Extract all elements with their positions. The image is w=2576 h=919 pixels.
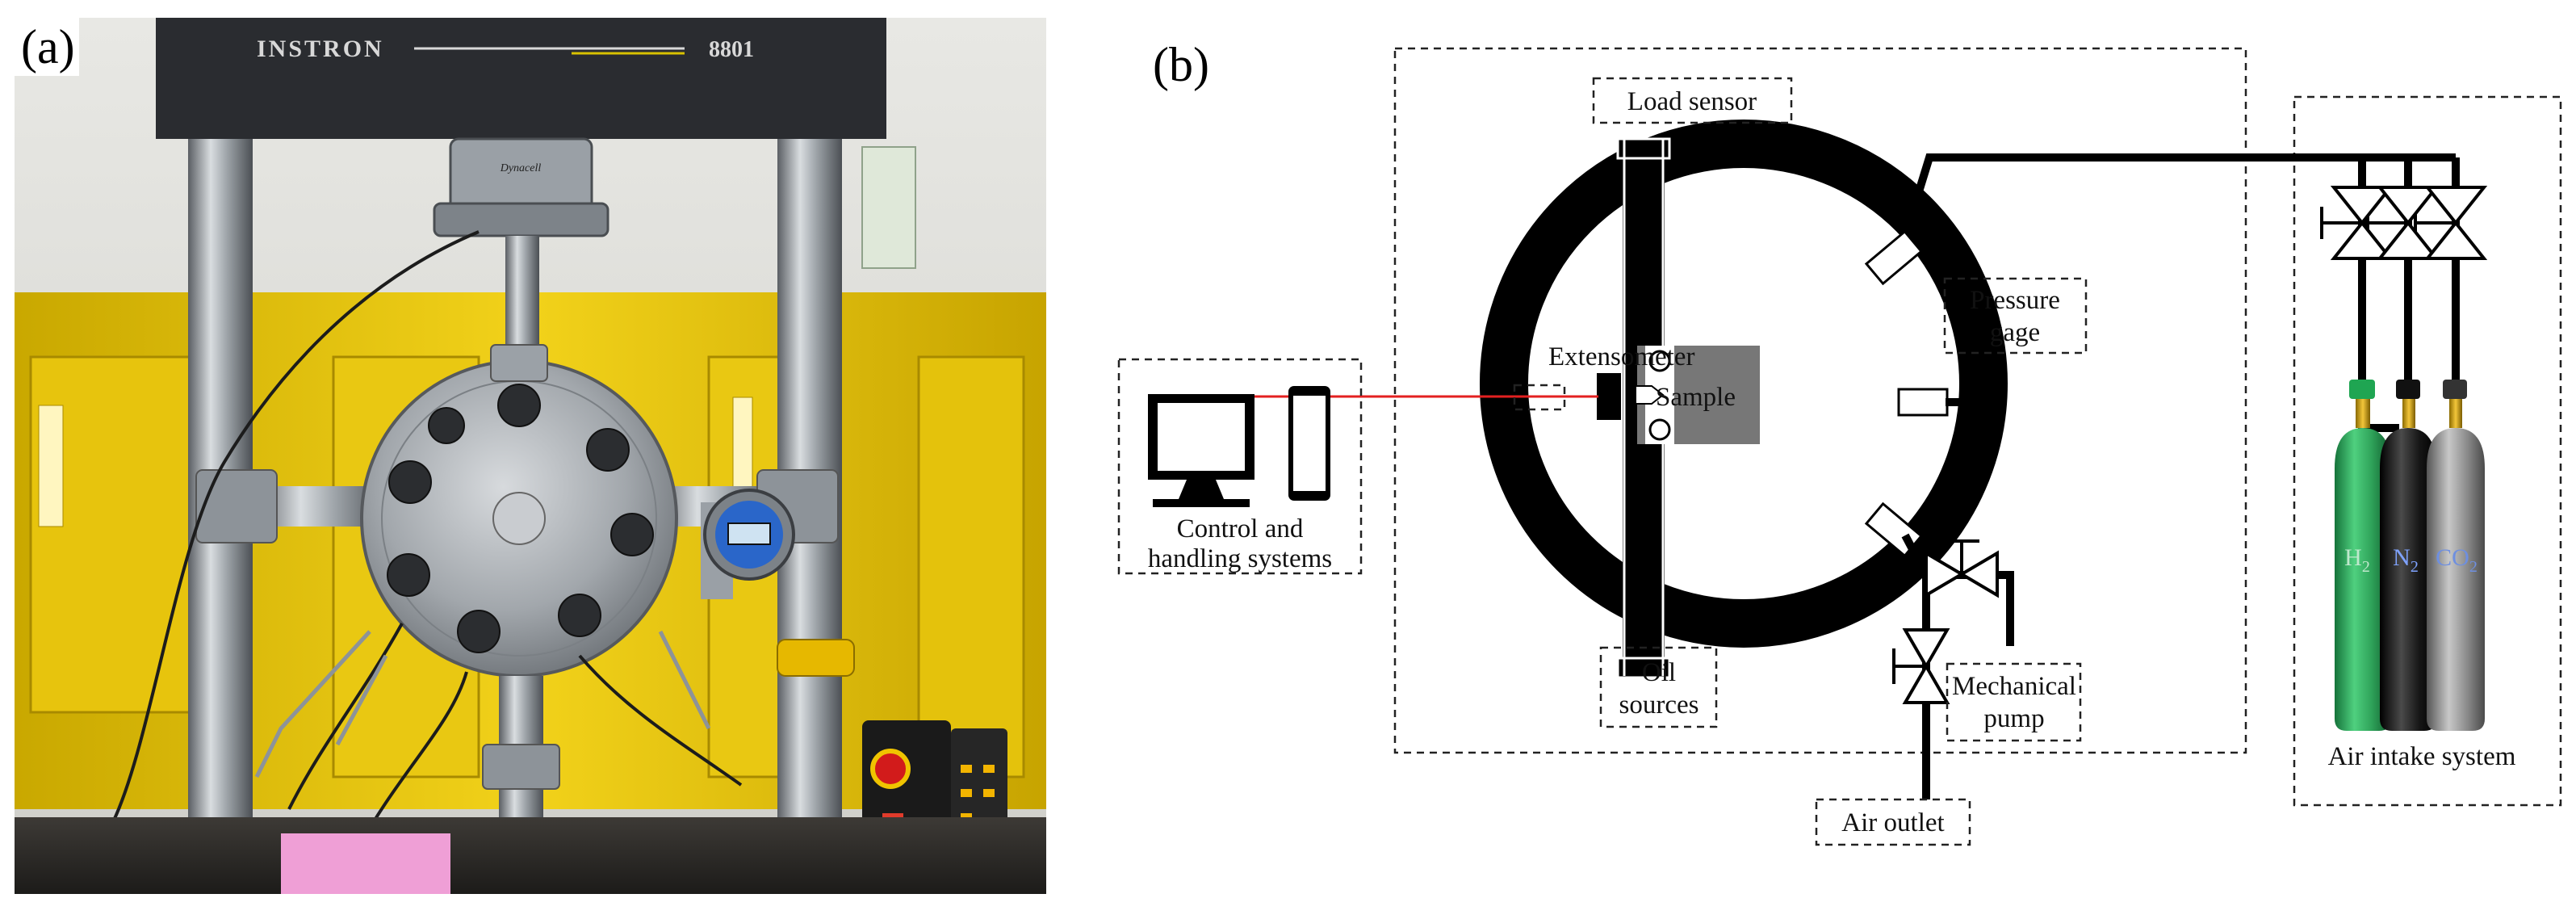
outlet-valve bbox=[1892, 628, 1950, 704]
mechanical-pump-label-2: pump bbox=[1983, 704, 2044, 733]
n2-cylinder: N2 bbox=[2380, 380, 2436, 731]
control-label-1: Control and bbox=[1177, 514, 1304, 543]
pump-valve bbox=[1925, 539, 1999, 598]
computer-monitor-icon bbox=[1148, 394, 1254, 507]
extensometer bbox=[1597, 373, 1621, 420]
test-system-boundary bbox=[1393, 47, 2247, 754]
test-machine-photo: INSTRON 8801 Dynacell bbox=[15, 18, 1046, 894]
load-sensor-label: Load sensor bbox=[1627, 87, 1757, 116]
sample-label: Sample bbox=[1656, 383, 1736, 412]
apparatus-schematic: (b) H2 bbox=[1117, 38, 2562, 846]
pressure-gage-label-1: Pressure bbox=[1970, 286, 2060, 315]
co2-cylinder: CO2 bbox=[2427, 380, 2485, 731]
h2-formula: H2 bbox=[2344, 544, 2370, 576]
oil-sources-label-2: sources bbox=[1619, 690, 1699, 720]
mechanical-pump-label-1: Mechanical bbox=[1952, 672, 2076, 701]
diagram-panel-b: (b) H2 bbox=[1082, 0, 2576, 915]
gas-cylinders: H2 N2 CO2 bbox=[2335, 380, 2485, 731]
panel-a-label: (a) bbox=[21, 20, 75, 73]
pressure-gage-label-2: gage bbox=[1990, 318, 2040, 347]
co2-formula: CO2 bbox=[2436, 544, 2478, 576]
n2-formula: N2 bbox=[2393, 544, 2419, 576]
air-intake-boundary bbox=[2293, 95, 2562, 807]
computer-tower-icon bbox=[1288, 386, 1330, 501]
control-label-2: handling systems bbox=[1148, 544, 1332, 573]
oil-sources-label-1: Oil bbox=[1642, 658, 1676, 687]
panel-b-label: (b) bbox=[1153, 38, 1209, 91]
instron-brand-text: INSTRON bbox=[257, 36, 384, 62]
air-intake-label: Air intake system bbox=[2328, 742, 2516, 771]
h2-cylinder: H2 bbox=[2335, 380, 2391, 731]
instron-model-text: 8801 bbox=[709, 37, 754, 62]
extensometer-label: Extensometer bbox=[1548, 342, 1694, 371]
load-cell-brand-text: Dynacell bbox=[500, 162, 542, 174]
photo-panel-a: INSTRON 8801 Dynacell bbox=[15, 18, 1046, 894]
air-outlet-label: Air outlet bbox=[1841, 808, 1944, 837]
